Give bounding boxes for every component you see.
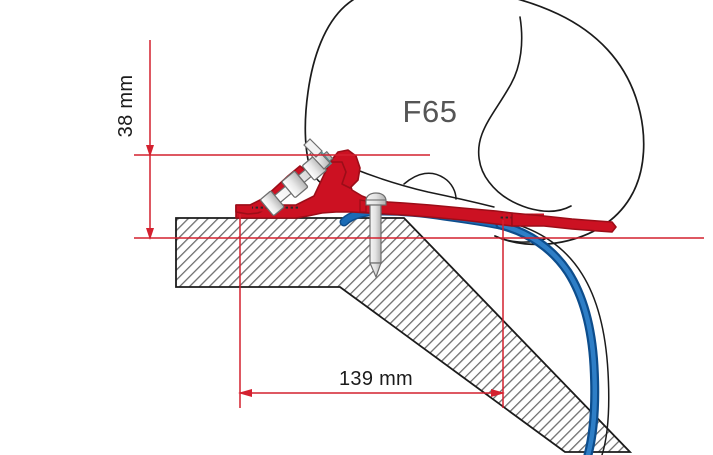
horizontal-dimension-139mm: 139 mm (238, 214, 505, 408)
self-tapping-screw (365, 192, 387, 279)
screw-head (365, 192, 387, 202)
vertical-dimension-label: 38 mm (115, 75, 137, 138)
product-label-f65: F65 (403, 94, 458, 129)
bolt-head (260, 190, 285, 216)
dim-arrow-right (491, 389, 505, 397)
diagonal-bolt-assembly (260, 150, 334, 216)
bolt-upper-thread (303, 138, 331, 170)
screw-shank (369, 204, 382, 264)
vertical-dimension-38mm: 38 mm (115, 40, 704, 240)
screw-tip (369, 262, 382, 279)
dim-arrow-top (146, 145, 154, 157)
horizontal-dimension-label: 139 mm (339, 368, 413, 390)
hatched-roof-panel (175, 217, 633, 453)
dim-arrow-left (238, 389, 252, 397)
dim-arrow-bottom (146, 228, 154, 240)
bolt-nut-upper (281, 170, 309, 198)
